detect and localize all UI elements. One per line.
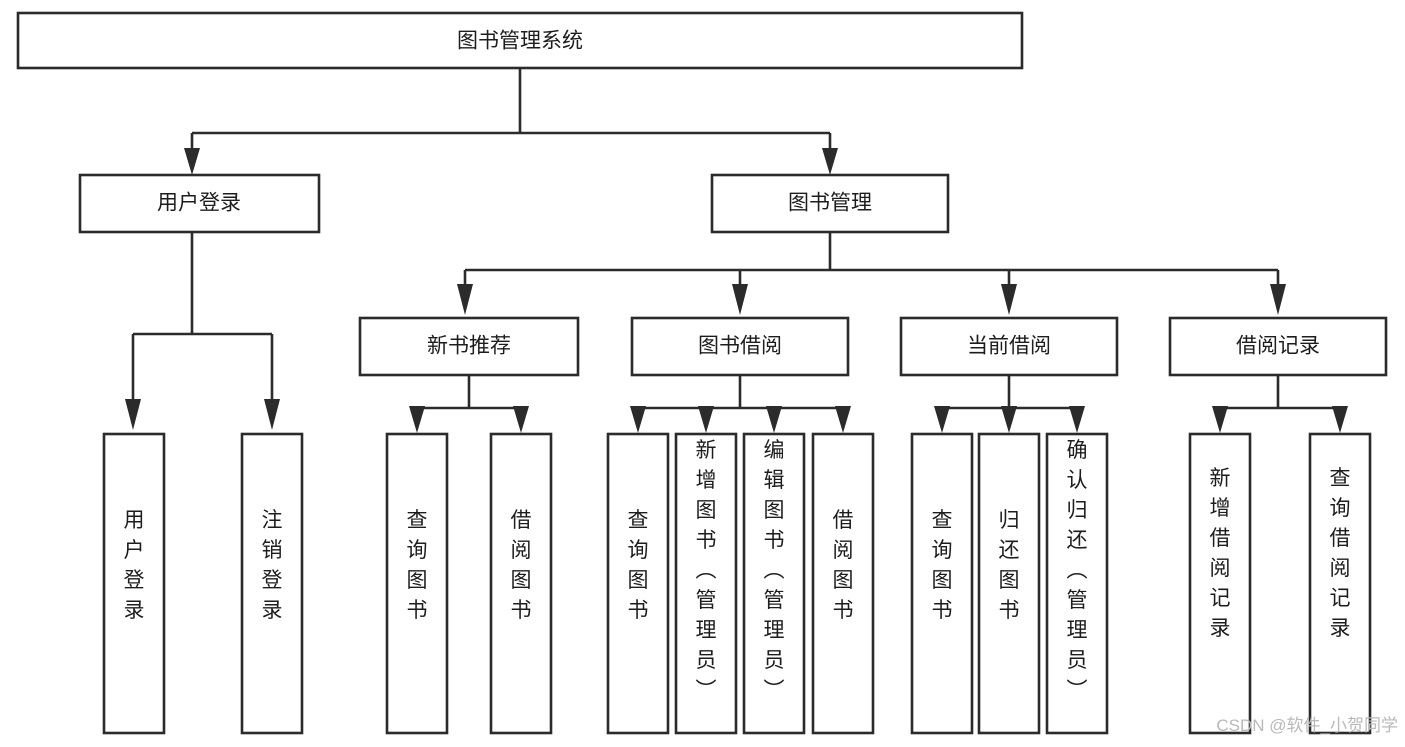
node-box [385,432,449,735]
node-leaf-query-book-current[interactable]: 查询图书 [910,432,974,735]
node-leaf-user-logout[interactable]: 注销登录 [240,432,304,735]
arrow-head-icon [1212,406,1228,433]
node-box [358,316,580,377]
node-label: 查询图书 [628,509,649,622]
node-label: 借阅图书 [511,509,532,622]
arrow-head-icon [934,406,950,433]
node-box [606,432,670,735]
arrow-head-icon [822,148,838,175]
node-label: 新增图书︵管理员︶ [696,439,717,702]
node-new-book-recommend[interactable]: 新书推荐 [358,316,580,377]
node-label: 归还图书 [999,509,1020,622]
arrow-head-icon [766,406,782,433]
node-label: 用户登录 [157,192,241,215]
node-label: 新增借阅记录 [1210,467,1231,640]
node-label: 图书借阅 [698,335,782,358]
node-box [1168,316,1388,377]
node-box [742,432,806,735]
arrow-head-icon [409,406,425,433]
node-box [16,11,1024,70]
node-borrow-records[interactable]: 借阅记录 [1168,316,1388,377]
arrow-head-icon [184,148,200,175]
arrow-head-icon [513,406,529,433]
node-user-login[interactable]: 用户登录 [78,173,321,234]
node-label: 用户登录 [124,509,145,622]
watermark: CSDN @软件_小贺同学 [1216,716,1398,735]
node-leaf-add-borrow-record[interactable]: 新增借阅记录 [1188,432,1252,735]
node-label: 注销登录 [262,509,283,622]
node-box [489,432,553,735]
node-box [1188,432,1252,735]
node-leaf-add-book-admin[interactable]: 新增图书︵管理员︶ [674,432,738,735]
arrow-head-icon [1332,406,1348,433]
node-root-book-management-system[interactable]: 图书管理系统 [16,11,1024,70]
arrow-head-icon [732,284,748,315]
node-label: 查询图书 [932,509,953,622]
node-label: 借阅记录 [1236,335,1320,358]
node-box [1308,432,1372,735]
node-leaf-borrow-book-recommend[interactable]: 借阅图书 [489,432,553,735]
arrow-head-icon [698,406,714,433]
node-book-borrow[interactable]: 图书借阅 [630,316,850,377]
arrow-head-icon [835,406,851,433]
node-box [710,173,950,234]
node-box [899,316,1119,377]
node-box [977,432,1041,735]
node-current-borrow[interactable]: 当前借阅 [899,316,1119,377]
node-label: 查询图书 [407,509,428,622]
node-label: 编辑图书︵管理员︶ [764,439,785,702]
node-label: 当前借阅 [967,335,1051,358]
node-label: 图书管理 [788,192,872,215]
arrow-head-icon [125,399,141,430]
arrow-head-icon [1270,284,1286,315]
node-leaf-edit-book-admin[interactable]: 编辑图书︵管理员︶ [742,432,806,735]
node-box [1045,432,1109,735]
arrow-head-icon [264,399,280,430]
arrow-head-icon [457,284,473,315]
node-label: 新书推荐 [427,335,511,358]
arrow-head-icon [1001,284,1017,315]
node-box [78,173,321,234]
node-leaf-query-book[interactable]: 查询图书 [606,432,670,735]
node-label: 确认归还︵管理员︶ [1067,439,1088,702]
node-leaf-query-book-recommend[interactable]: 查询图书 [385,432,449,735]
node-box [910,432,974,735]
arrow-head-icon [630,406,646,433]
node-leaf-query-borrow-record[interactable]: 查询借阅记录 [1308,432,1372,735]
arrow-head-icon [1069,406,1085,433]
node-box [240,432,304,735]
node-label: 借阅图书 [833,509,854,622]
node-box [630,316,850,377]
node-leaf-return-book[interactable]: 归还图书 [977,432,1041,735]
node-box [674,432,738,735]
node-box [102,432,166,735]
connector-layer [125,68,1348,433]
node-leaf-confirm-return-admin[interactable]: 确认归还︵管理员︶ [1045,432,1109,735]
node-label: 图书管理系统 [457,30,583,53]
arrow-head-icon [1001,406,1017,433]
node-leaf-borrow-book[interactable]: 借阅图书 [811,432,875,735]
node-book-management[interactable]: 图书管理 [710,173,950,234]
node-leaf-user-login[interactable]: 用户登录 [102,432,166,735]
node-label: 查询借阅记录 [1330,467,1351,640]
node-box [811,432,875,735]
